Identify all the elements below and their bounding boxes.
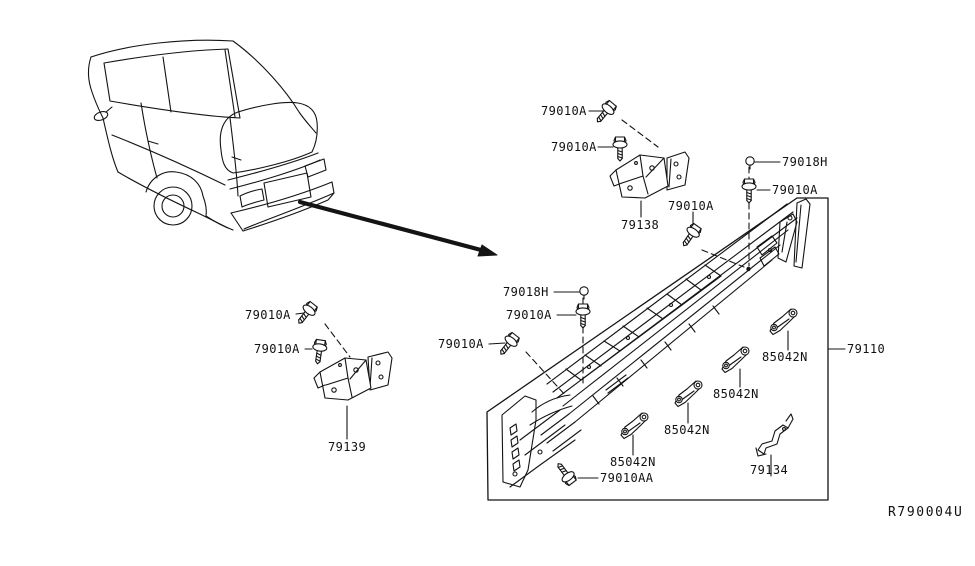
bolt-icon-79010a-2 xyxy=(612,136,628,162)
callout-85042n-4: 85042N xyxy=(610,455,656,469)
callout-leader-lines xyxy=(295,110,846,479)
bracket-79139-drawing xyxy=(313,351,393,401)
callout-79138: 79138 xyxy=(621,218,660,232)
bolt-icon-79010a-1 xyxy=(591,98,619,127)
dashed-alignment-lines xyxy=(324,119,750,397)
callout-79134: 79134 xyxy=(750,463,789,477)
bolt-icon-79010a-6 xyxy=(494,330,522,360)
callout-85042n-1: 85042N xyxy=(762,350,808,364)
vehicle-rear-sketch xyxy=(87,39,335,232)
bolt-icon-79010a-3 xyxy=(677,221,704,251)
pin-icon-79018h-1 xyxy=(745,156,755,170)
diagram-ref-code: R790004U xyxy=(888,505,964,520)
bolt-icon-79010a-4 xyxy=(741,178,757,204)
callout-79018h-1: 79018H xyxy=(782,155,828,169)
bolt-icon-79010a-8 xyxy=(310,338,329,366)
retainer-85042n-icon-4 xyxy=(620,412,649,440)
callout-79010aa: 79010AA xyxy=(600,471,654,485)
pointer-arrow xyxy=(297,199,498,257)
callout-79010a-8: 79010A xyxy=(254,342,300,356)
retainer-85042n-icon-3 xyxy=(674,380,703,408)
callout-79010a-5: 79010A xyxy=(506,308,552,322)
callout-79010a-3: 79010A xyxy=(668,199,714,213)
callout-85042n-3: 85042N xyxy=(664,423,710,437)
alignment-dot xyxy=(746,266,751,272)
callout-79139: 79139 xyxy=(328,440,367,454)
callout-79110: 79110 xyxy=(847,342,886,356)
callout-79010a-6: 79010A xyxy=(438,337,484,351)
callout-79018h-2: 79018H xyxy=(503,285,549,299)
pin-icon-79018h-2 xyxy=(579,286,589,300)
callout-85042n-2: 85042N xyxy=(713,387,759,401)
callout-79010a-4: 79010A xyxy=(772,183,818,197)
callout-79010a-1: 79010A xyxy=(541,104,587,118)
callout-79010a-7: 79010A xyxy=(245,308,291,322)
bracket-79138-drawing xyxy=(609,151,690,199)
callout-79010a-2: 79010A xyxy=(551,140,597,154)
bolt-icon-79010aa xyxy=(552,458,579,488)
retainer-85042n-icon-1 xyxy=(769,308,798,336)
retainer-85042n-icon-2 xyxy=(721,346,750,374)
bracket-79134-drawing xyxy=(755,413,794,457)
bolt-icon-79010a-5 xyxy=(575,303,591,329)
rear-panel-79110-drawing xyxy=(501,198,811,488)
